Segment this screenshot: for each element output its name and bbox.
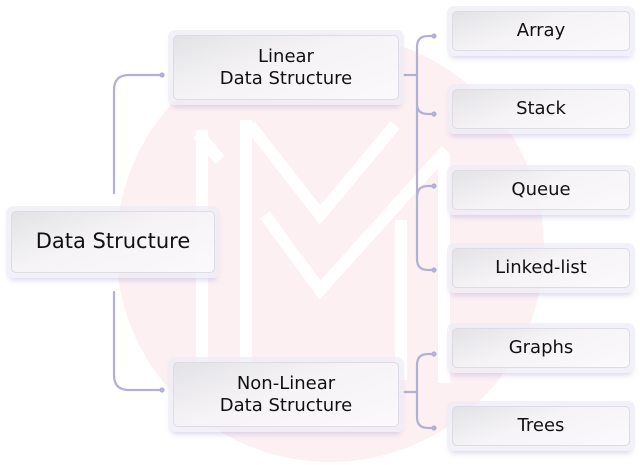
connector-root-linear [112, 73, 164, 195]
node-label: Stack [516, 98, 566, 120]
node-linear-data-structure: Linear Data Structure [168, 30, 404, 105]
node-trees: Trees [447, 401, 635, 451]
connector-linear-stack [415, 102, 436, 116]
node-label: Data Structure [35, 229, 191, 254]
node-stack: Stack [447, 84, 635, 134]
connector-root-nonlinear [112, 290, 164, 392]
node-linked-list: Linked-list [447, 243, 635, 293]
node-data-structure: Data Structure [6, 206, 220, 278]
node-label: Graphs [508, 337, 574, 359]
node-label: Linear Data Structure [219, 45, 353, 89]
node-label: Queue [511, 179, 571, 201]
node-array: Array [447, 6, 635, 56]
connector-nonlinear-children [415, 352, 436, 430]
connector-linear-queue [415, 184, 436, 199]
node-non-linear-data-structure: Non-Linear Data Structure [168, 357, 404, 432]
node-label: Array [516, 20, 566, 42]
node-graphs: Graphs [447, 323, 635, 373]
connector-linear-array [415, 34, 436, 272]
node-queue: Queue [447, 165, 635, 215]
node-label: Non-Linear Data Structure [219, 372, 353, 416]
node-label: Linked-list [495, 257, 587, 279]
node-label: Trees [517, 415, 565, 437]
